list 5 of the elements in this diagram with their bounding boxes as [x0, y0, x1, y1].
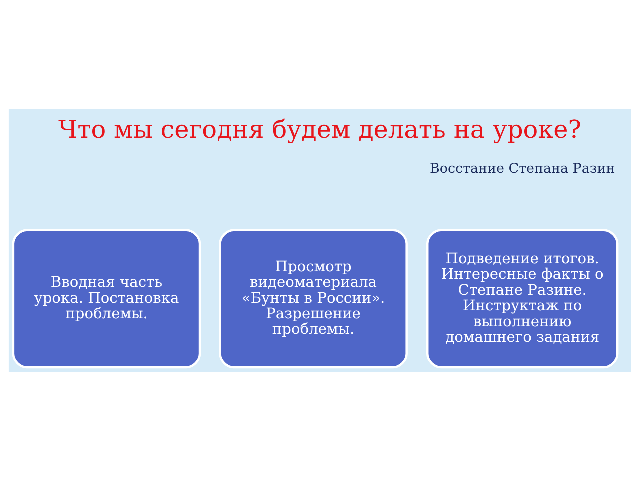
label: Восстание Степана Разин	[430, 160, 616, 177]
node-box: Просмотр видеоматериала «Бунты в России». Разрешение проблемы.	[219, 228, 408, 368]
node-box: Вводная часть урока. Постановка проблемы.	[12, 228, 202, 368]
node-box: Подведение итогов. Интересные факты о Степане Разине. Инструктаж по выполнению домашнего задания	[426, 228, 619, 368]
diagram-title: Что мы сегодня будем делать на уроке?	[58, 114, 582, 144]
